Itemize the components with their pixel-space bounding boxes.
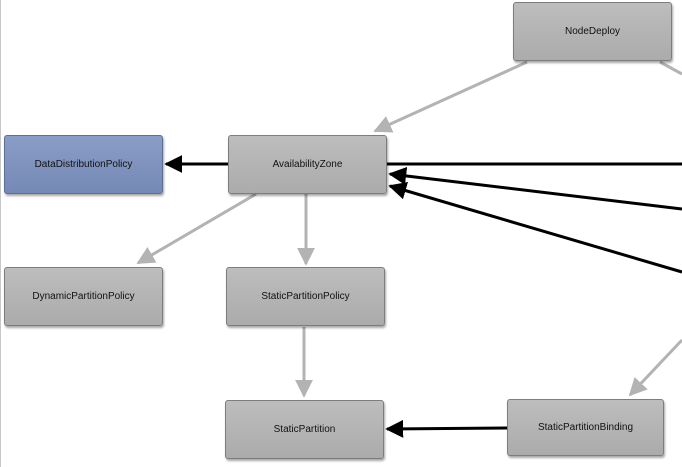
node-label: AvailabilityZone — [272, 159, 343, 170]
node-label: DynamicPartitionPolicy — [32, 291, 135, 302]
node-label: NodeDeploy — [564, 26, 621, 37]
edge-availabilityzone-dynamicpartitionpolicy — [136, 192, 257, 265]
edge-nodedeploy-availabilityzone — [373, 60, 528, 133]
node-dynamicpartitionpolicy[interactable]: DynamicPartitionPolicy — [4, 267, 163, 326]
edge-offscreen1-availabilityzone — [388, 166, 682, 211]
node-availabilityzone[interactable]: AvailabilityZone — [228, 135, 387, 194]
node-label: StaticPartitionBinding — [537, 422, 634, 433]
node-label: StaticPartition — [273, 424, 336, 435]
node-staticpartitionbinding[interactable]: StaticPartitionBinding — [507, 399, 664, 456]
edge-nodedeploy-offscreen — [659, 60, 682, 76]
node-staticpartitionpolicy[interactable]: StaticPartitionPolicy — [226, 267, 385, 326]
node-staticpartition[interactable]: StaticPartition — [225, 400, 384, 459]
edge-offscreen3-staticpartitionbinding — [628, 338, 682, 397]
node-label: StaticPartitionPolicy — [261, 291, 350, 302]
node-nodedeploy[interactable]: NodeDeploy — [513, 2, 672, 61]
node-datadistributionpolicy[interactable]: DataDistributionPolicy — [4, 135, 163, 194]
edge-staticpartitionbinding-staticpartition — [385, 419, 508, 438]
canvas-left-border — [0, 0, 1, 467]
edge-offscreen2-availabilityzone — [388, 181, 682, 274]
node-label: DataDistributionPolicy — [34, 159, 133, 170]
